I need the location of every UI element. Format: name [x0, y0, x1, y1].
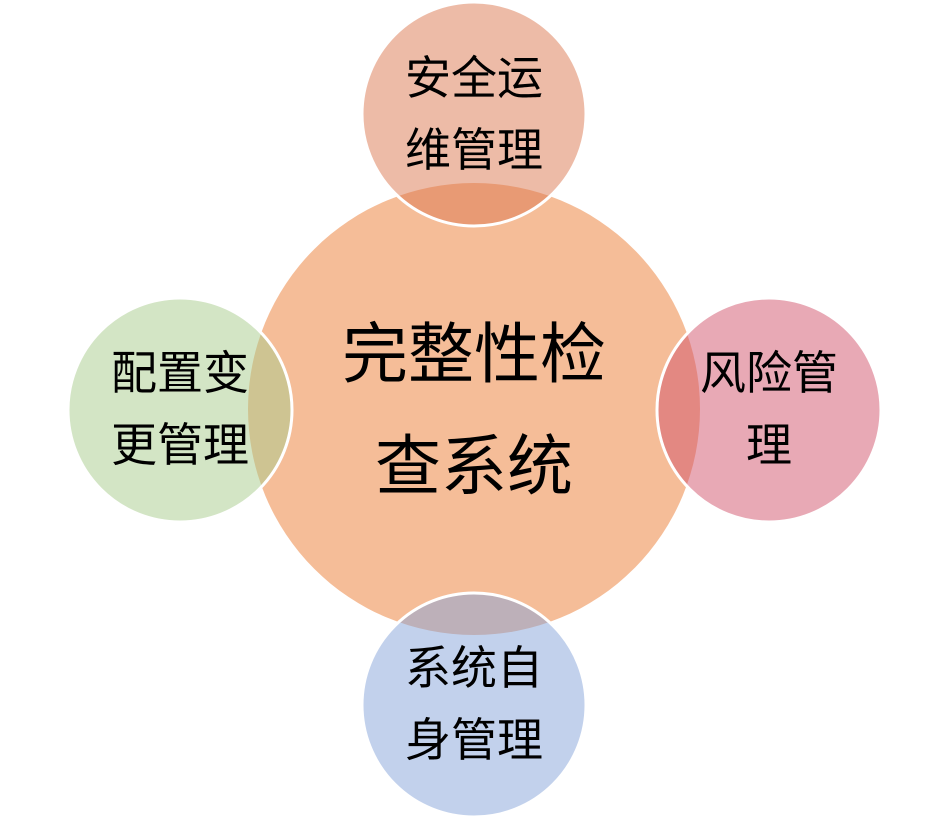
right-node-line-2: 理 [746, 418, 792, 472]
right-node-label: 风险管 理 [669, 350, 869, 468]
top-circle [360, 0, 588, 228]
top-node-line-2: 维管理 [405, 123, 543, 177]
bottom-circle [360, 591, 588, 819]
center-label-line-1: 完整性检 [342, 316, 606, 393]
bottom-node-line-2: 身管理 [405, 713, 543, 767]
right-circle [655, 296, 883, 524]
left-circle [66, 296, 294, 524]
left-node-label: 配置变 更管理 [80, 350, 280, 468]
top-node-line-1: 安全运 [405, 51, 543, 105]
center-circle [248, 183, 700, 635]
center-label: 完整性检 查系统 [274, 322, 674, 500]
bottom-node-line-1: 系统自 [405, 641, 543, 695]
left-node-line-2: 更管理 [111, 418, 249, 472]
center-label-line-2: 查系统 [375, 428, 573, 505]
top-node-label: 安全运 维管理 [374, 55, 574, 173]
bottom-node-label: 系统自 身管理 [374, 645, 574, 763]
right-node-line-1: 风险管 [700, 346, 838, 400]
left-node-line-1: 配置变 [111, 346, 249, 400]
